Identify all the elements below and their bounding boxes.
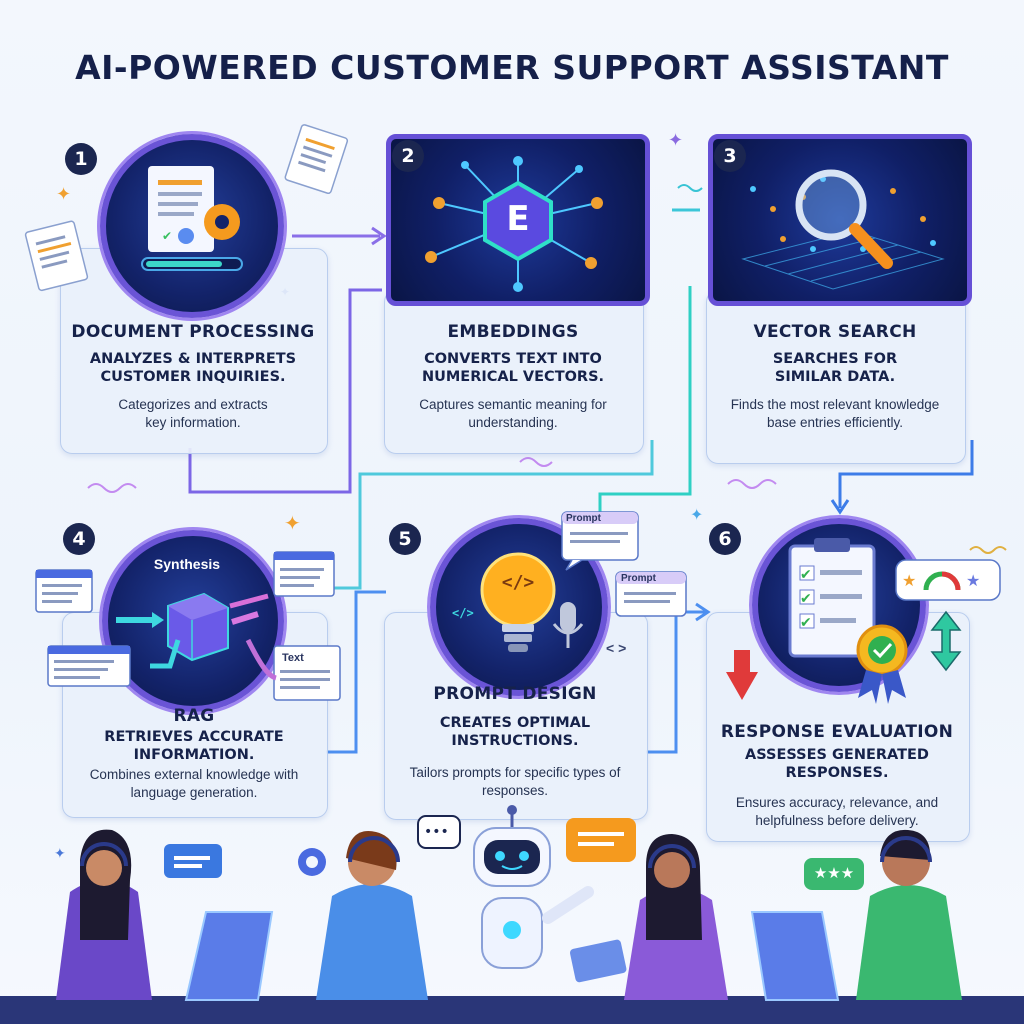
svg-text:✦: ✦ — [284, 511, 301, 535]
code-glyph: </> — [501, 572, 535, 593]
embeddings-illustration: E — [386, 134, 650, 306]
document-icon — [148, 166, 214, 252]
response-evaluation-illustration: ✔ ✔ ✔ — [752, 518, 926, 692]
rag-illustration: Synthesis — [102, 530, 284, 712]
step-description: Combines external knowledge with languag… — [89, 767, 299, 801]
code-glyph-side: < > — [606, 640, 627, 656]
synthesis-label: Synthesis — [153, 556, 221, 572]
connector-2-to-3 — [598, 286, 692, 520]
svg-text:✔: ✔ — [162, 229, 172, 243]
step-number-badge: 4 — [63, 523, 95, 555]
step-description: Captures semantic meaning for understand… — [419, 397, 607, 431]
embedding-letter: E — [506, 199, 530, 239]
step-heading: RAG — [173, 706, 215, 726]
svg-text:✦: ✦ — [54, 846, 66, 862]
squiggle-decoration — [87, 483, 137, 493]
step-text-1: DOCUMENT PROCESSING ANALYZES & INTERPRET… — [60, 322, 326, 433]
step-heading: DOCUMENT PROCESSING — [71, 322, 315, 342]
step-description: Ensures accuracy, relevance, and helpful… — [735, 795, 939, 829]
magnifier-icon — [795, 169, 867, 241]
step-text-2: EMBEDDINGS CONVERTS TEXT INTO NUMERICAL … — [384, 322, 642, 433]
step-number-badge: 6 — [709, 523, 741, 555]
step-heading: RESPONSE EVALUATION — [720, 722, 954, 742]
step-number-badge: 1 — [65, 143, 97, 175]
step-card-2 — [384, 290, 644, 454]
step-number-badge: 3 — [714, 140, 746, 172]
step-text-4: RAG RETRIEVES ACCURATE INFORMATION. Comb… — [62, 706, 326, 803]
step-text-3: VECTOR SEARCH SEARCHES FOR SIMILAR DATA.… — [706, 322, 964, 433]
vector-search-illustration — [708, 134, 972, 306]
svg-text:✔: ✔ — [800, 615, 812, 631]
connector-4-to-5 — [326, 590, 386, 754]
svg-text:✔: ✔ — [800, 591, 812, 607]
step-number-badge: 5 — [389, 523, 421, 555]
step-description: Categorizes and extracts key information… — [118, 397, 268, 431]
document-processing-illustration: ✔ — [100, 134, 284, 318]
step-subtitle: CREATES OPTIMAL INSTRUCTIONS. — [439, 715, 591, 750]
step-heading: PROMPT DESIGN — [433, 684, 597, 704]
connector-3-to-6 — [838, 440, 974, 508]
step-subtitle: ANALYZES & INTERPRETS CUSTOMER INQUIRIES… — [89, 351, 297, 386]
step-number-badge: 2 — [392, 140, 424, 172]
page-title: AI-POWERED CUSTOMER SUPPORT ASSISTANT — [75, 48, 949, 87]
step-text-6: RESPONSE EVALUATION ASSESSES GENERATED R… — [706, 722, 968, 831]
code-glyph-small: </> — [452, 606, 474, 620]
step-subtitle: ASSESSES GENERATED RESPONSES. — [745, 747, 929, 782]
step-heading: EMBEDDINGS — [447, 322, 579, 342]
step-subtitle: SEARCHES FOR SIMILAR DATA. — [772, 351, 898, 386]
prompt-design-illustration: </> </> — [430, 518, 608, 696]
step-text-5: PROMPT DESIGN CREATES OPTIMAL INSTRUCTIO… — [384, 684, 646, 801]
text-doc-label: Text — [282, 652, 304, 664]
svg-text:✦: ✦ — [668, 130, 683, 151]
step-description: Finds the most relevant knowledge base e… — [730, 397, 940, 431]
microphone-icon — [560, 602, 576, 632]
svg-text:✦: ✦ — [690, 505, 703, 524]
hexagon-icon — [483, 180, 553, 262]
step-heading: VECTOR SEARCH — [753, 322, 917, 342]
step-card-3 — [706, 290, 966, 464]
stars-bubble-label: ★★★ — [813, 864, 855, 882]
connector-5-to-6 — [646, 610, 706, 754]
connector-2-to-4 — [330, 440, 654, 590]
sparkle-icon: ✦ — [56, 184, 71, 205]
prompt-label-1: Prompt — [566, 513, 601, 524]
svg-text:✔: ✔ — [800, 567, 812, 583]
connector-1-to-2 — [188, 288, 382, 494]
step-subtitle: RETRIEVES ACCURATE INFORMATION. — [104, 729, 284, 764]
prompt-label-2: Prompt — [621, 573, 656, 584]
step-subtitle: CONVERTS TEXT INTO NUMERICAL VECTORS. — [421, 351, 605, 386]
step-description: Tailors prompts for specific types of re… — [409, 765, 621, 799]
